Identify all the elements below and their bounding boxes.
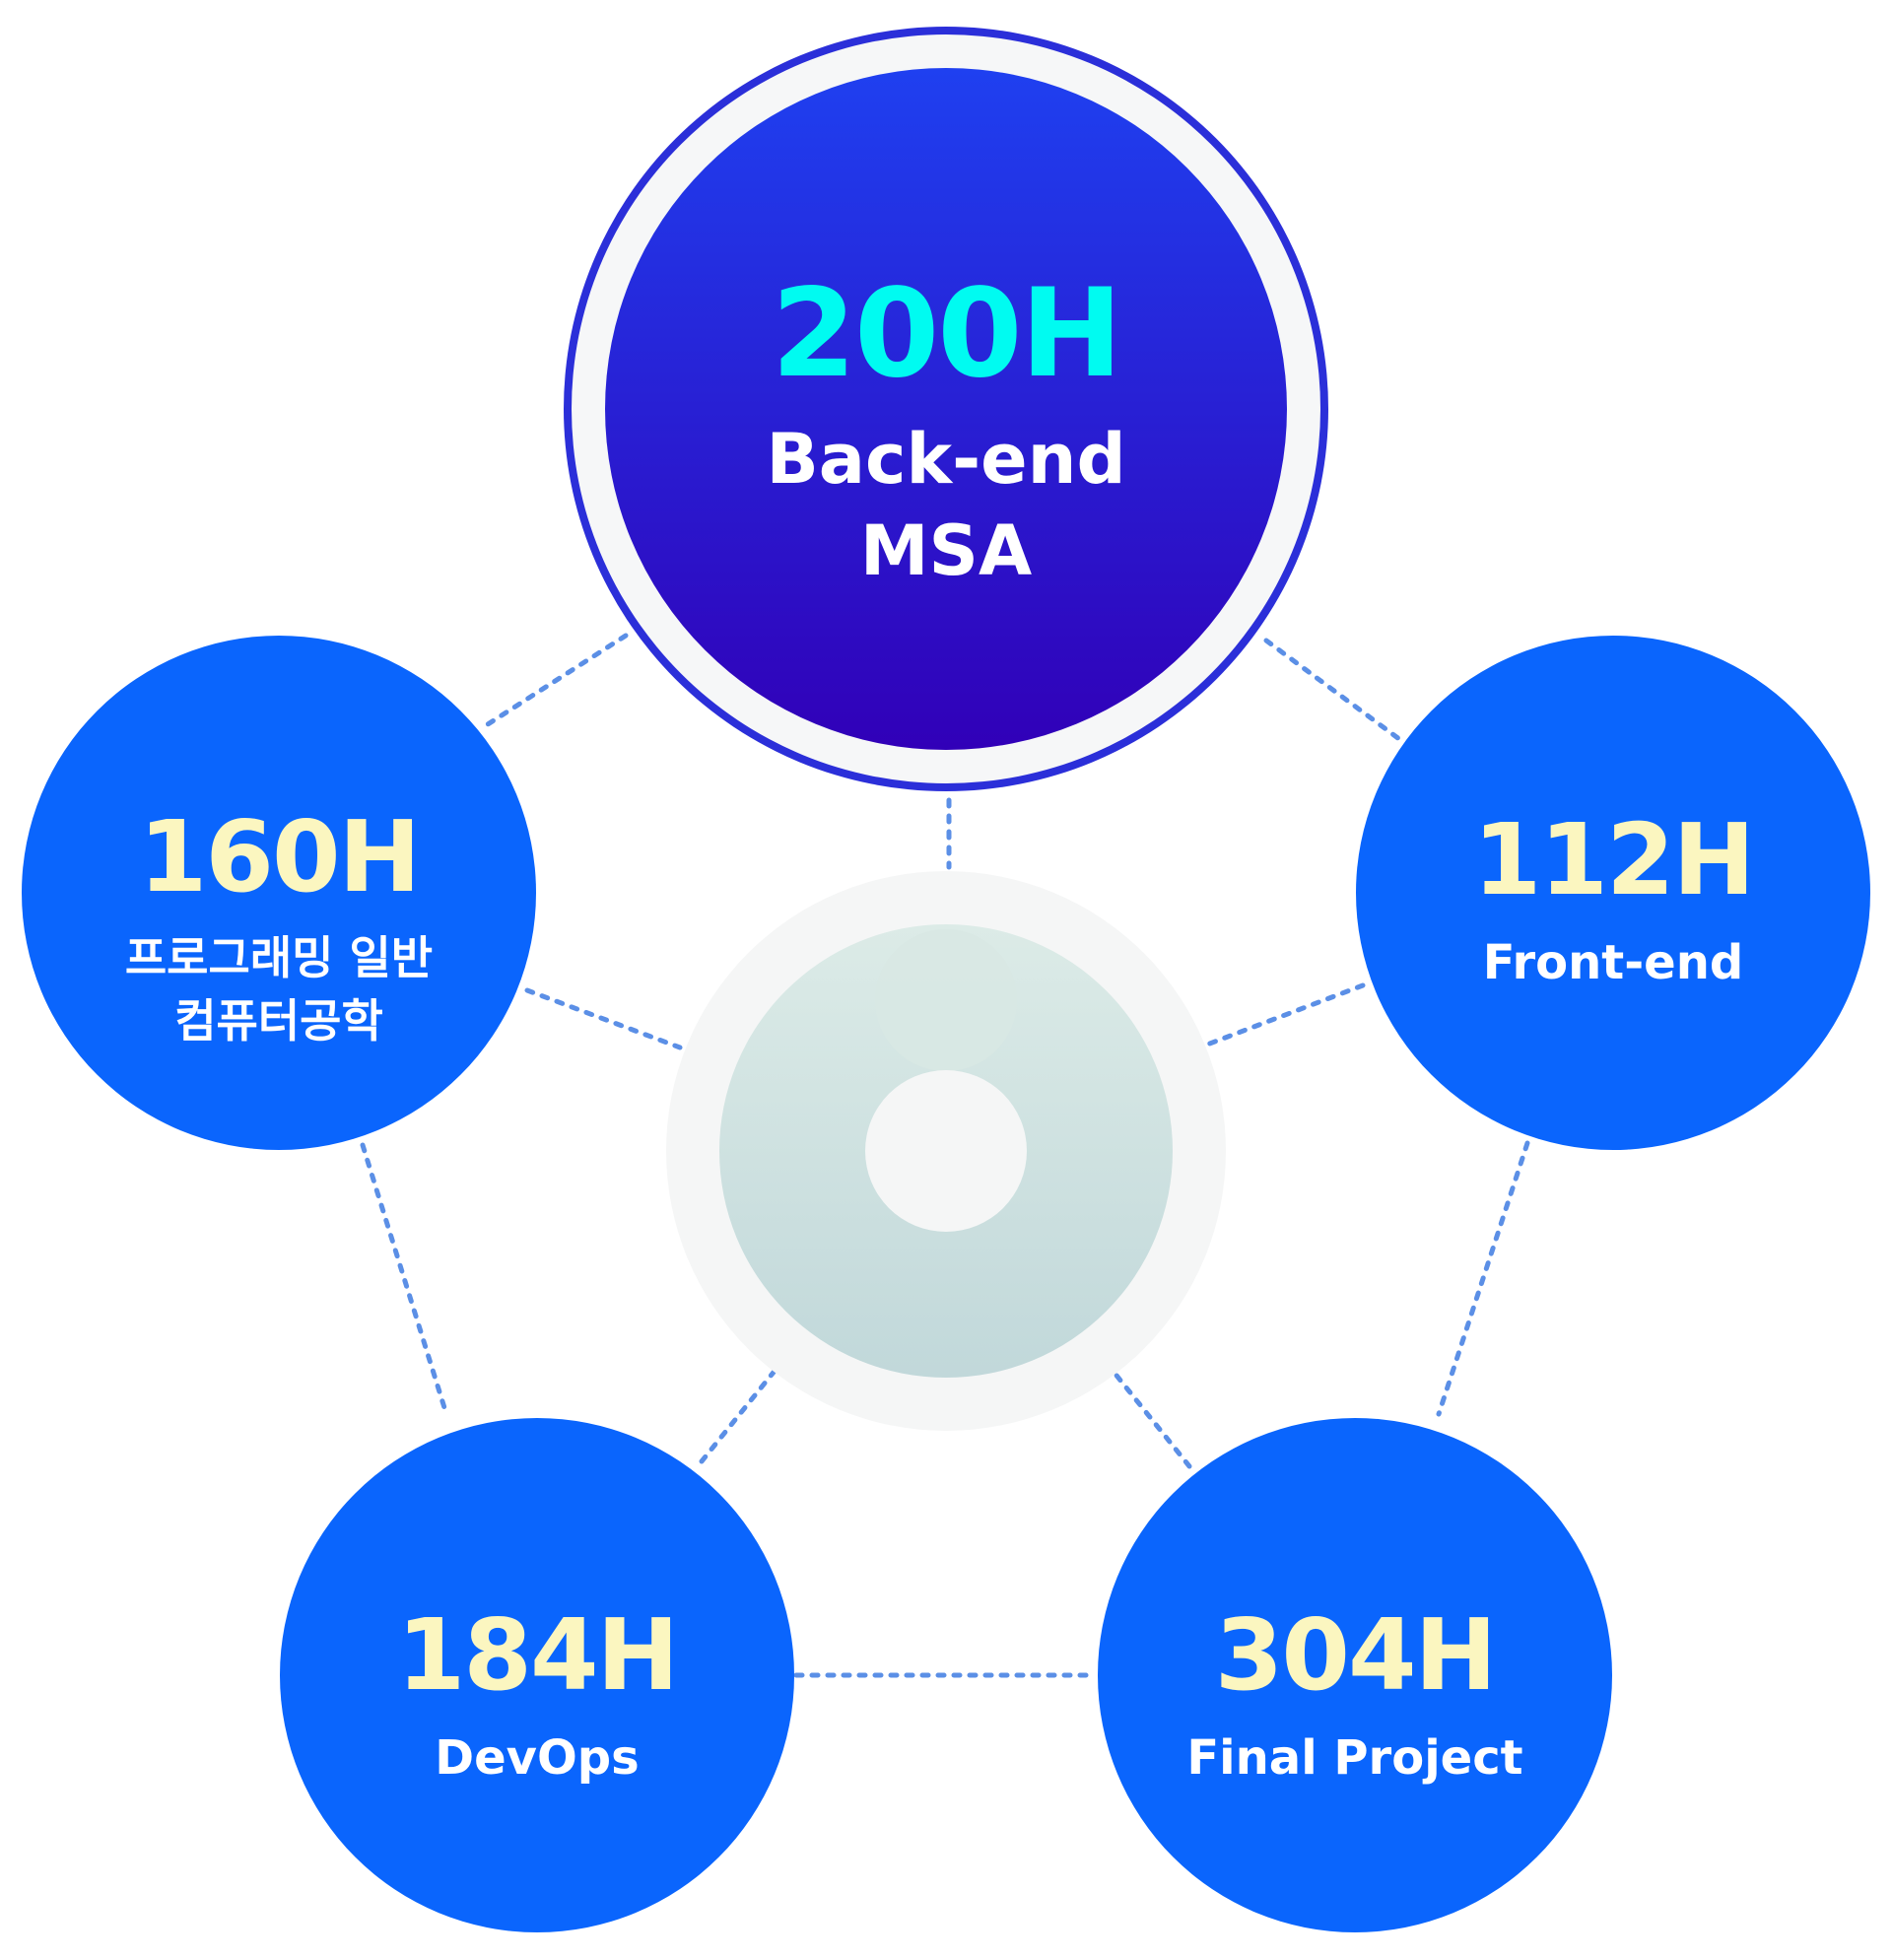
connector-general-devops	[360, 1142, 449, 1417]
connector-general-center	[524, 987, 683, 1050]
abstract-circle-logo-icon	[875, 929, 1017, 1071]
connector-final-center	[1111, 1369, 1192, 1469]
node-circle-final	[1098, 1418, 1612, 1932]
hub-circle	[605, 68, 1287, 750]
connectors	[360, 633, 1530, 1678]
connector-devops-center	[699, 1367, 778, 1464]
node-circle-frontend	[1356, 636, 1870, 1150]
connector-frontend-final	[1436, 1140, 1530, 1417]
connector-hub-frontend	[1263, 638, 1402, 742]
connector-hub-general	[485, 633, 629, 727]
node-circle-general	[22, 636, 536, 1150]
connector-frontend-center	[1204, 982, 1366, 1048]
node-circle-devops	[280, 1418, 794, 1932]
center-logo	[666, 871, 1226, 1431]
center-hole	[865, 1070, 1027, 1232]
hub-node-backend	[564, 27, 1328, 791]
